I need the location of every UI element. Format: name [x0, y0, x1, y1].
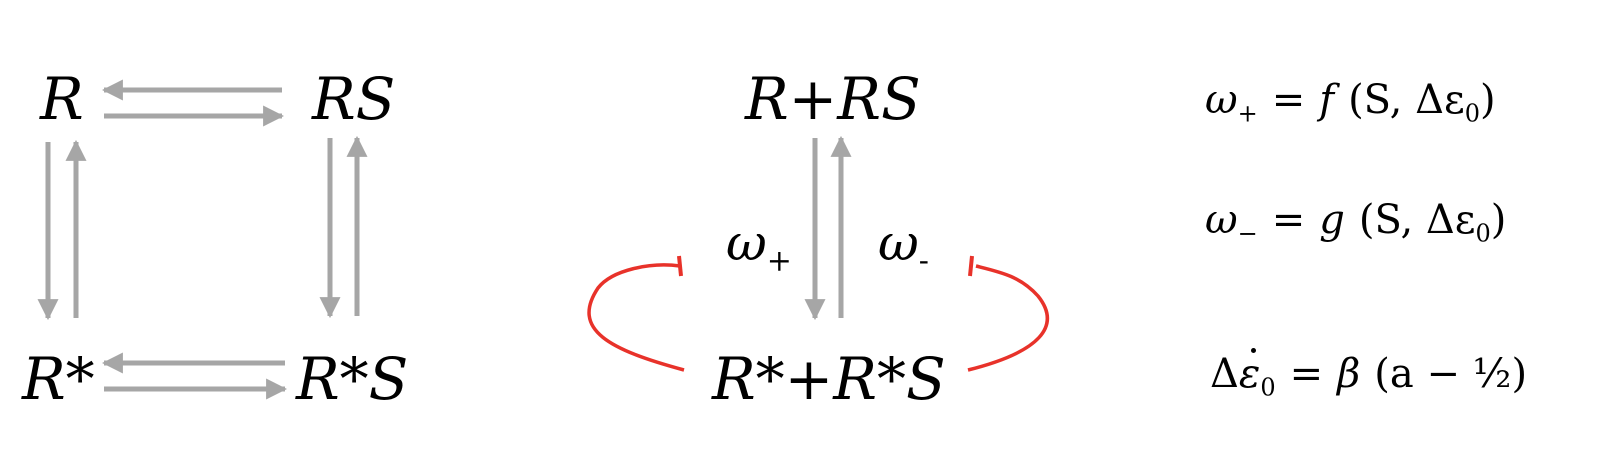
eq3-equals: =	[1289, 351, 1324, 397]
eq2-close: )	[1490, 197, 1507, 243]
rate-omega-plus-symbol: ω	[726, 214, 767, 272]
species-rstar: R*	[22, 345, 95, 413]
eq1-lhs-symbol: ω	[1205, 77, 1238, 123]
eq3-lhs-delta: Δ	[1210, 351, 1239, 397]
eq1-close: )	[1479, 77, 1496, 123]
rate-omega-plus-sub: +	[766, 243, 792, 279]
species-rs: RS	[312, 65, 396, 133]
eq3-coef: β	[1337, 351, 1361, 397]
eq3-rhs: (a − ½)	[1374, 351, 1528, 397]
state-inactive: R+RS	[745, 65, 921, 133]
inhibit-curve-left	[587, 263, 685, 372]
eq2-args-sub: 0	[1475, 219, 1491, 248]
eq2-func: g	[1319, 197, 1345, 243]
rate-omega-minus-symbol: ω	[878, 214, 919, 272]
eq3-lhs-sub: 0	[1260, 373, 1276, 402]
equation-epsilon-rate: Δε0 = β (a − ½)	[1210, 348, 1528, 402]
state-active: R*+R*S	[712, 345, 946, 413]
equation-omega-minus: ω−= g (S, Δε0)	[1205, 200, 1506, 245]
eq2-args: (S, Δε	[1358, 197, 1476, 243]
eq1-args-sub: 0	[1464, 99, 1480, 128]
species-r: R	[40, 65, 84, 133]
eq2-equals: =	[1271, 197, 1306, 243]
inhibit-bar-left	[677, 255, 683, 277]
rate-omega-plus: ω+	[726, 218, 792, 277]
equation-omega-plus: ω+ = f (S, Δε0)	[1205, 80, 1496, 125]
inhibit-curve-right	[967, 264, 1049, 372]
species-rstars: R*S	[296, 345, 409, 413]
inhibit-bar-right	[968, 255, 974, 277]
eq2-lhs-symbol: ω	[1205, 197, 1238, 243]
eq1-lhs-sub: +	[1237, 99, 1258, 128]
eq1-func: f	[1319, 77, 1335, 123]
rate-omega-minus-sub: -	[918, 243, 929, 279]
eq2-lhs-sub: −	[1237, 219, 1258, 248]
eq1-args: (S, Δε	[1348, 77, 1465, 123]
rate-omega-minus: ω-	[878, 218, 929, 277]
eq3-lhs-eps: ε	[1238, 348, 1261, 397]
eq1-equals: =	[1271, 77, 1306, 123]
